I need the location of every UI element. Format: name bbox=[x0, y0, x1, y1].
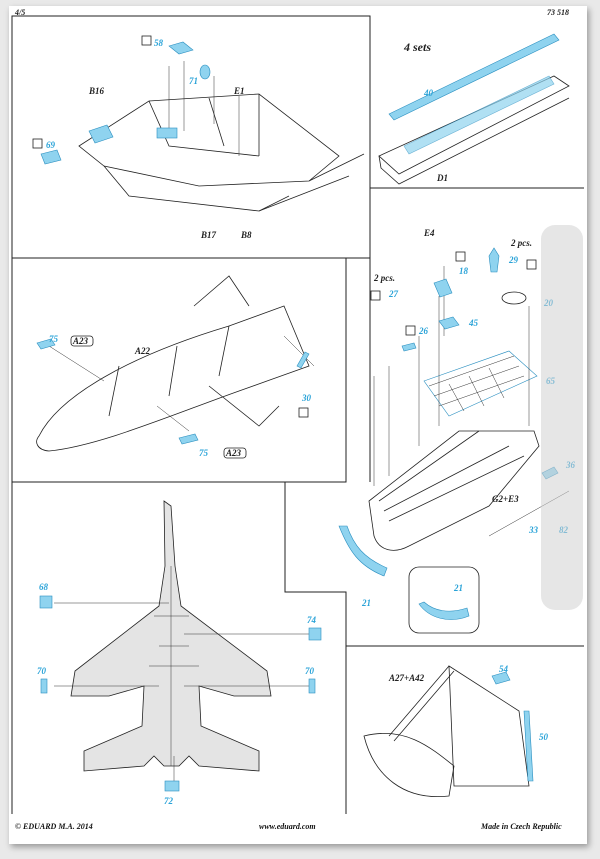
note-icon bbox=[298, 407, 309, 418]
part-40: 40 bbox=[423, 88, 434, 98]
check-icon bbox=[405, 325, 416, 336]
part-33: 33 bbox=[528, 525, 539, 535]
footer-origin: Made in Czech Republic bbox=[481, 822, 562, 831]
label-2pcs-left: 2 pcs. bbox=[373, 273, 395, 283]
label-e4: E4 bbox=[423, 228, 435, 238]
part-70-right: 70 bbox=[305, 666, 315, 676]
check-icon bbox=[370, 290, 381, 301]
part-30: 30 bbox=[301, 393, 312, 403]
part-58: 58 bbox=[154, 38, 164, 48]
part-45: 45 bbox=[468, 318, 479, 328]
check-icon bbox=[32, 138, 43, 149]
note-icon bbox=[526, 259, 537, 270]
label-b17: B17 bbox=[200, 230, 217, 240]
label-a23-bottom: A23 bbox=[225, 448, 242, 458]
part-50: 50 bbox=[539, 732, 549, 742]
part-74: 74 bbox=[307, 615, 317, 625]
part-18: 18 bbox=[459, 266, 469, 276]
part-26: 26 bbox=[418, 326, 429, 336]
panel6-canopy: A27+A42 54 50 bbox=[363, 664, 549, 798]
panel3-nose: 75 A23 A22 75 A23 30 bbox=[36, 275, 315, 459]
part-75-top: 75 bbox=[49, 334, 59, 344]
scrollbar[interactable] bbox=[541, 225, 583, 610]
part-21-inset: 21 bbox=[453, 583, 463, 593]
part-70-left: 70 bbox=[37, 666, 47, 676]
part-27: 27 bbox=[388, 289, 399, 299]
inset-frame bbox=[408, 566, 480, 634]
label-g2e3: G2+E3 bbox=[492, 494, 519, 504]
part-29: 29 bbox=[508, 255, 519, 265]
footer-copyright: © EDUARD M.A. 2014 bbox=[15, 822, 93, 831]
label-a23-top: A23 bbox=[72, 336, 89, 346]
label-b16: B16 bbox=[88, 86, 105, 96]
panel5-planform: 68 74 70 70 72 bbox=[37, 500, 322, 806]
panel2-rail: 4 sets 40 D1 bbox=[378, 33, 570, 185]
panel1-intake: B16 E1 B17 B8 58 71 69 bbox=[32, 35, 365, 240]
page-number: 4/5 bbox=[15, 8, 26, 17]
check-icon bbox=[455, 251, 466, 262]
part-21: 21 bbox=[361, 598, 371, 608]
part-54: 54 bbox=[499, 664, 509, 674]
label-2pcs-right: 2 pcs. bbox=[510, 238, 532, 248]
assembly-diagrams: B16 E1 B17 B8 58 71 69 4 sets 40 D1 75 bbox=[11, 15, 584, 814]
instruction-sheet: 4/5 73 518 B16 E1 B17 B8 58 71 69 bbox=[9, 6, 587, 844]
part-71: 71 bbox=[189, 76, 198, 86]
label-a27-a42: A27+A42 bbox=[388, 673, 425, 683]
footer-website: www.eduard.com bbox=[259, 822, 316, 831]
label-d1: D1 bbox=[436, 173, 448, 183]
kit-code: 73 518 bbox=[547, 8, 569, 17]
label-b8: B8 bbox=[240, 230, 252, 240]
part-75-bottom: 75 bbox=[199, 448, 209, 458]
label-a22: A22 bbox=[134, 346, 151, 356]
note-icon bbox=[141, 35, 152, 46]
part-69: 69 bbox=[46, 140, 56, 150]
label-e1: E1 bbox=[233, 86, 245, 96]
panel-frames bbox=[11, 15, 584, 814]
sets-count: 4 sets bbox=[403, 40, 431, 54]
part-68: 68 bbox=[39, 582, 49, 592]
part-72: 72 bbox=[164, 796, 174, 806]
